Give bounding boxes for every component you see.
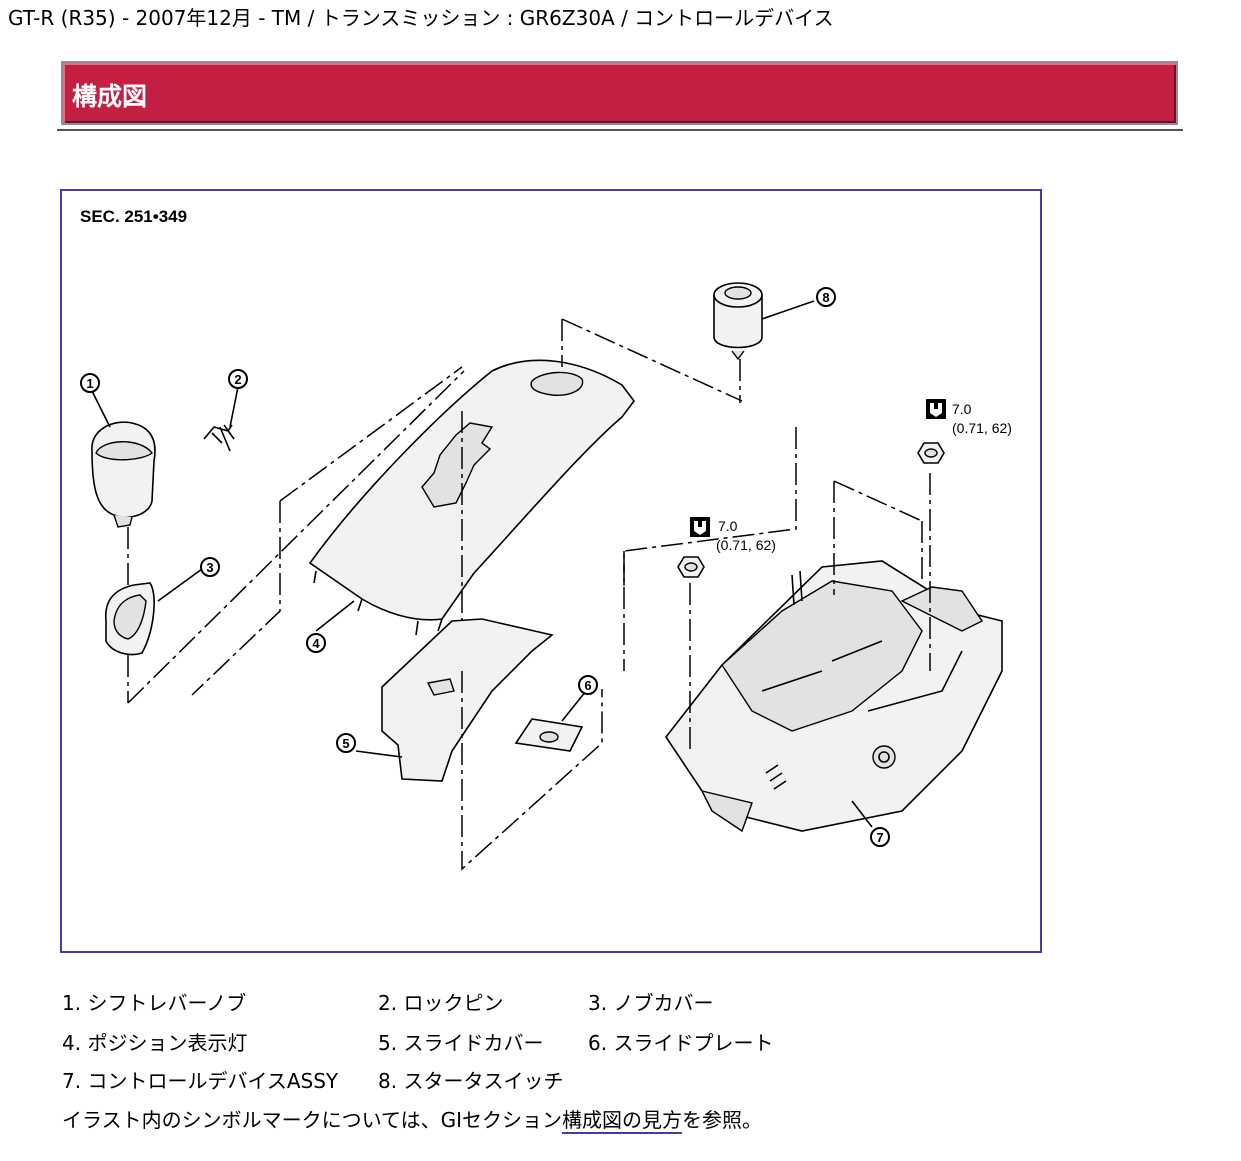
legend-item-7: 7. コントロールデバイスASSY [62, 1069, 339, 1093]
svg-text:2: 2 [234, 372, 241, 387]
callout-4: 4 [306, 633, 326, 653]
component-diagram: SEC. 251•349 .ln { fill: none; stroke: #… [60, 189, 1042, 953]
torque-units-right: (0.71, 62) [952, 420, 1012, 436]
legend-item-1: 1. シフトレバーノブ [62, 991, 247, 1015]
callout-1: 1 [80, 373, 100, 393]
breadcrumb: GT-R (R35) - 2007年12月 - TM / トランスミッション :… [8, 6, 834, 30]
torque-value-left: 7.0 [718, 518, 738, 534]
reference-link[interactable]: 構成図の見方 [562, 1108, 682, 1134]
torque-wrench-icon-right [926, 399, 946, 419]
header-divider [57, 129, 1183, 131]
position-indicator-part [308, 359, 635, 636]
control-device-part [665, 560, 1003, 833]
callout-6: 6 [578, 675, 598, 695]
slide-plate-part [514, 718, 584, 752]
shift-knob-part [91, 421, 156, 528]
sec-label: SEC. 251•349 [80, 207, 188, 226]
knob-cover-part [105, 582, 155, 656]
section-header: 構成図 [61, 61, 1178, 125]
nut-left [677, 556, 705, 578]
svg-text:7: 7 [876, 830, 883, 845]
legend-item-6: 6. スライドプレート [588, 1031, 774, 1055]
svg-text:6: 6 [584, 678, 591, 693]
legend-item-5: 5. スライドカバー [378, 1031, 544, 1055]
note-text-before: イラスト内のシンボルマークについては、GIセクション [62, 1108, 562, 1132]
svg-text:5: 5 [342, 736, 349, 751]
torque-wrench-icon-left [690, 517, 710, 537]
callout-5: 5 [336, 733, 356, 753]
legend-item-2: 2. ロックピン [378, 991, 504, 1015]
svg-text:1: 1 [86, 376, 93, 391]
slide-cover-part [381, 618, 554, 782]
callout-3: 3 [200, 557, 220, 577]
starter-switch-part [713, 282, 763, 361]
svg-text:4: 4 [312, 636, 320, 651]
note-text-after: を参照。 [682, 1108, 762, 1132]
callout-8: 8 [816, 287, 836, 307]
torque-value-right: 7.0 [952, 401, 972, 417]
svg-text:8: 8 [822, 290, 829, 305]
nut-right [917, 442, 945, 464]
reference-note: イラスト内のシンボルマークについては、GIセクション構成図の見方を参照。 [62, 1104, 762, 1134]
callout-2: 2 [228, 369, 248, 389]
legend-item-8: 8. スタータスイッチ [378, 1069, 564, 1093]
svg-text:3: 3 [206, 560, 213, 575]
diagram-drawing: .ln { fill: none; stroke: #000; stroke-w… [80, 282, 1012, 871]
legend-item-3: 3. ノブカバー [588, 991, 714, 1015]
section-title: 構成図 [72, 82, 148, 111]
callout-7: 7 [870, 827, 890, 847]
lock-pin-part [203, 424, 235, 452]
torque-units-left: (0.71, 62) [716, 537, 776, 553]
legend-item-4: 4. ポジション表示灯 [62, 1031, 248, 1055]
